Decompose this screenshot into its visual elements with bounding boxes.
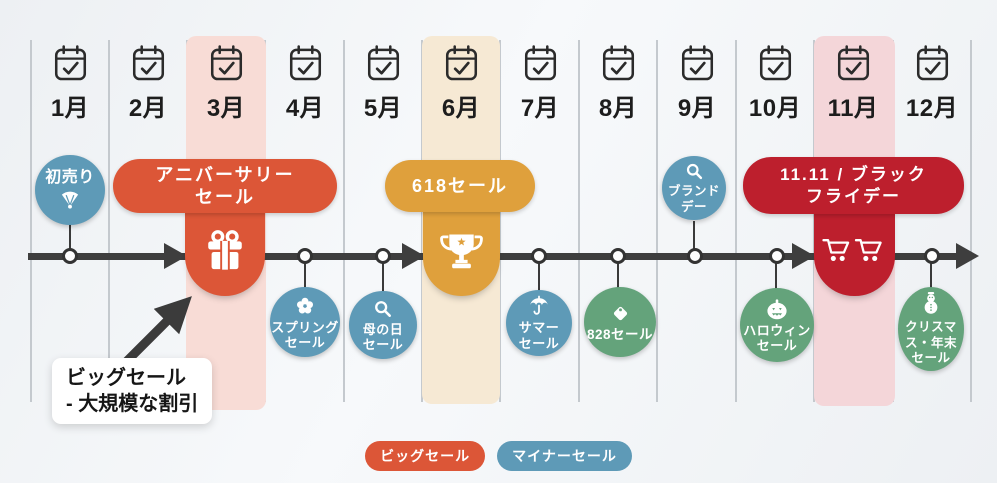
calendar-icon — [445, 45, 477, 81]
connector-line — [382, 258, 384, 294]
month-7: 7月 — [500, 44, 580, 123]
month-5: 5月 — [343, 44, 423, 123]
umbrella-icon — [530, 295, 548, 315]
column-divider — [499, 40, 501, 402]
big-sale-annotation: ビッグセール - 大規模な割引 — [52, 358, 213, 424]
timeline-node — [296, 248, 313, 264]
hatsuuri-sale-badge: 初売り — [35, 155, 105, 225]
column-divider — [735, 40, 737, 402]
cart-icon — [822, 239, 882, 261]
column-divider — [656, 40, 658, 402]
calendar-icon — [210, 45, 242, 81]
calendar-icon — [602, 45, 634, 81]
pumpkin-icon — [767, 298, 787, 319]
connector-line — [930, 258, 932, 289]
month-12: 12月 — [892, 44, 972, 123]
connector-line — [693, 221, 695, 253]
month-3: 3月 — [186, 44, 266, 123]
timeline-arrowhead — [164, 243, 187, 269]
calendar-icon — [54, 45, 86, 81]
calendar-icon — [837, 45, 869, 81]
trophy-icon — [440, 234, 483, 269]
month-2: 2月 — [108, 44, 188, 123]
timeline-arrowhead — [792, 243, 815, 269]
timeline-node — [609, 248, 626, 264]
timeline-node — [923, 248, 940, 264]
month-10: 10月 — [735, 44, 815, 123]
flower-icon — [297, 297, 313, 313]
column-divider — [343, 40, 345, 402]
month-label: 3月 — [206, 95, 246, 122]
timeline-node — [768, 248, 785, 264]
month-label: 1月 — [50, 95, 90, 122]
month-label: 10月 — [748, 95, 802, 122]
month-label: 2月 — [128, 95, 168, 122]
calendar-icon — [524, 45, 556, 81]
month-4: 4月 — [265, 44, 345, 123]
column-divider — [30, 40, 32, 402]
month-9: 9月 — [657, 44, 737, 123]
month-11: 11月 — [813, 44, 893, 123]
badge-label: ハロウィン セール — [743, 322, 811, 354]
snowman-icon — [924, 292, 938, 315]
legend: ビッグセール マイナーセール — [0, 441, 997, 471]
timeline-arrowhead — [402, 243, 425, 269]
calendar-icon — [132, 45, 164, 81]
magnifier-icon — [375, 300, 391, 317]
month-label: 8月 — [598, 95, 638, 122]
column-divider — [108, 40, 110, 402]
badge-label: 828セール — [586, 326, 654, 342]
month-1: 1月 — [30, 44, 110, 123]
timeline-node — [374, 248, 391, 264]
timeline-node — [61, 248, 78, 264]
connector-line — [775, 258, 777, 291]
month-label: 9月 — [677, 95, 717, 122]
badge-label: 初売り — [45, 168, 95, 186]
fan-icon — [61, 191, 79, 209]
calendar-icon — [289, 45, 321, 81]
column-divider — [970, 40, 972, 402]
mothers-day-sale-badge: 母の日 セール — [349, 291, 417, 359]
connector-line — [304, 258, 306, 294]
badge-label: クリスマ ス・年末 セール — [904, 320, 957, 366]
legend-big-sale: ビッグセール — [365, 441, 486, 471]
calendar-icon — [916, 45, 948, 81]
month-label: 12月 — [905, 95, 959, 122]
month-6: 6月 — [421, 44, 501, 123]
badge-label: スプリング セール — [271, 319, 339, 351]
month-label: 5月 — [363, 95, 403, 122]
spring-sale-badge: スプリング セール — [270, 287, 340, 357]
black-friday-pill: 11.11 / ブラック フライデー — [743, 157, 964, 214]
legend-minor-sale: マイナーセール — [497, 441, 632, 471]
month-label: 7月 — [520, 95, 560, 122]
month-8: 8月 — [578, 44, 658, 123]
brand-day-badge: ブランド デー — [662, 156, 726, 220]
month-label: 11月 — [827, 95, 879, 122]
calendar-icon — [759, 45, 791, 81]
828-sale-badge: 828セール — [584, 287, 656, 357]
timeline-node — [686, 248, 703, 264]
connector-line — [538, 258, 540, 292]
magnifier-icon — [686, 163, 702, 180]
anniversary-sale-pill: アニバーサリー セール — [113, 159, 337, 213]
month-label: 6月 — [441, 95, 481, 122]
badge-label: ブランド デー — [667, 184, 720, 214]
connector-line — [617, 258, 619, 290]
618-sale-pill: 618セール — [385, 160, 535, 212]
timeline-arrowhead — [956, 243, 979, 269]
timeline-node — [530, 248, 547, 264]
calendar-icon — [367, 45, 399, 81]
column-divider — [578, 40, 580, 402]
connector-line — [69, 223, 71, 253]
badge-label: 母の日 セール — [362, 321, 404, 353]
tag-icon — [613, 306, 627, 320]
summer-sale-badge: サマー セール — [506, 290, 572, 356]
gift-icon — [208, 230, 242, 270]
badge-label: サマー セール — [518, 320, 560, 351]
month-label: 4月 — [285, 95, 325, 122]
christmas-sale-badge: クリスマ ス・年末 セール — [898, 287, 964, 371]
calendar-icon — [681, 45, 713, 81]
halloween-sale-badge: ハロウィン セール — [740, 288, 814, 362]
